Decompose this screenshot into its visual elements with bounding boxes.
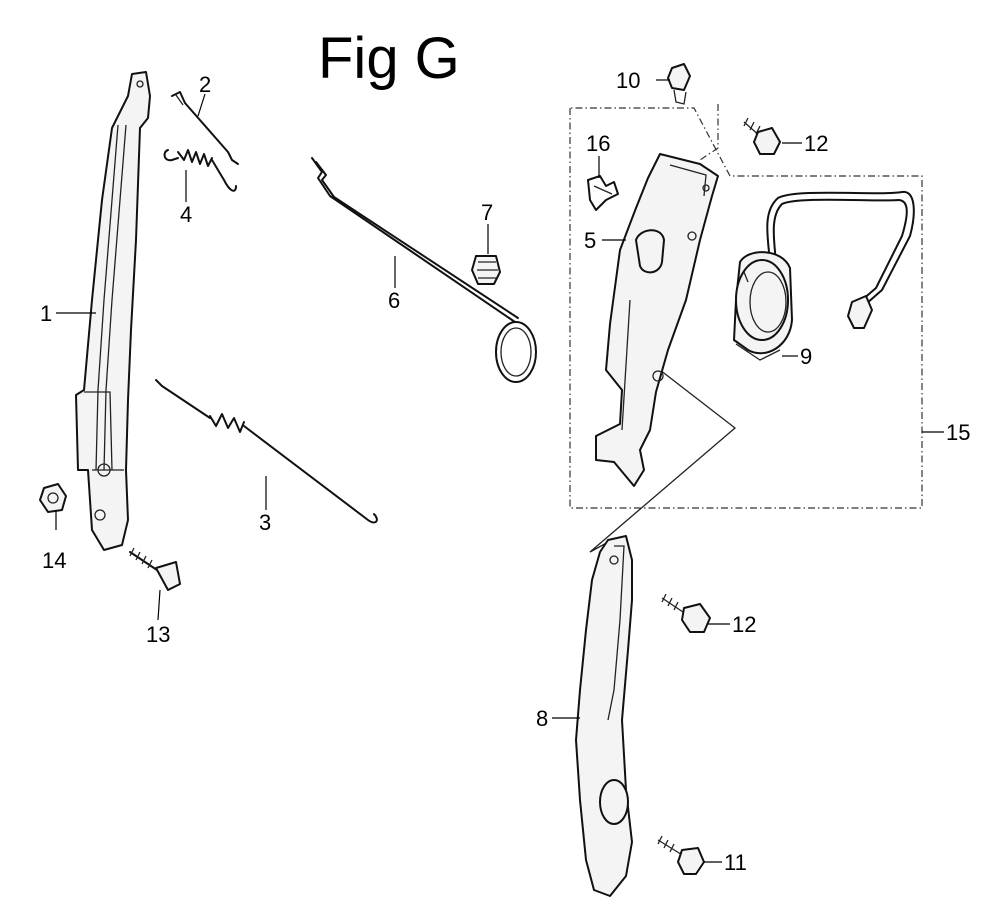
part-12-bolt-lower [661,593,711,633]
part-3-spring-cable [155,379,378,524]
callout-2: 2 [199,72,211,97]
callout-9: 9 [800,344,812,369]
part-1-lever-arm [75,71,151,551]
part-9-switch-cable [733,190,915,361]
part-8-lower-lever [575,535,633,897]
part-10-fastener [667,63,691,105]
figure-title: Fig G [318,26,460,91]
callout-15: 15 [946,420,970,445]
callout-14: 14 [42,548,66,573]
part-2-small-rod [171,91,239,165]
part-13-bolt [129,547,181,591]
leader-lines [55,79,944,863]
kit-15-boundary [569,104,923,553]
part-12-bolt-upper [743,117,781,155]
callout-7: 7 [481,200,493,225]
callout-1: 1 [40,301,52,326]
part-5-bracket [595,153,719,487]
callout-12-upper: 12 [804,131,828,156]
part-7-nut [471,255,501,285]
part-14-nut [39,483,67,513]
part-11-bolt [657,835,705,875]
callout-12-lower: 12 [732,612,756,637]
callout-labels: 1 2 3 4 5 6 7 8 9 10 11 12 12 13 14 15 1… [40,68,970,875]
part-16-clip [587,175,619,211]
callout-8: 8 [536,706,548,731]
callout-4: 4 [180,202,192,227]
callout-13: 13 [146,622,170,647]
callout-10: 10 [616,68,640,93]
callout-11: 11 [724,850,747,875]
callout-16: 16 [586,131,610,156]
part-6-wire-rod [311,157,537,383]
callout-5: 5 [584,228,596,253]
callout-6: 6 [388,288,400,313]
callout-3: 3 [259,510,271,535]
part-4-spring [163,149,237,192]
